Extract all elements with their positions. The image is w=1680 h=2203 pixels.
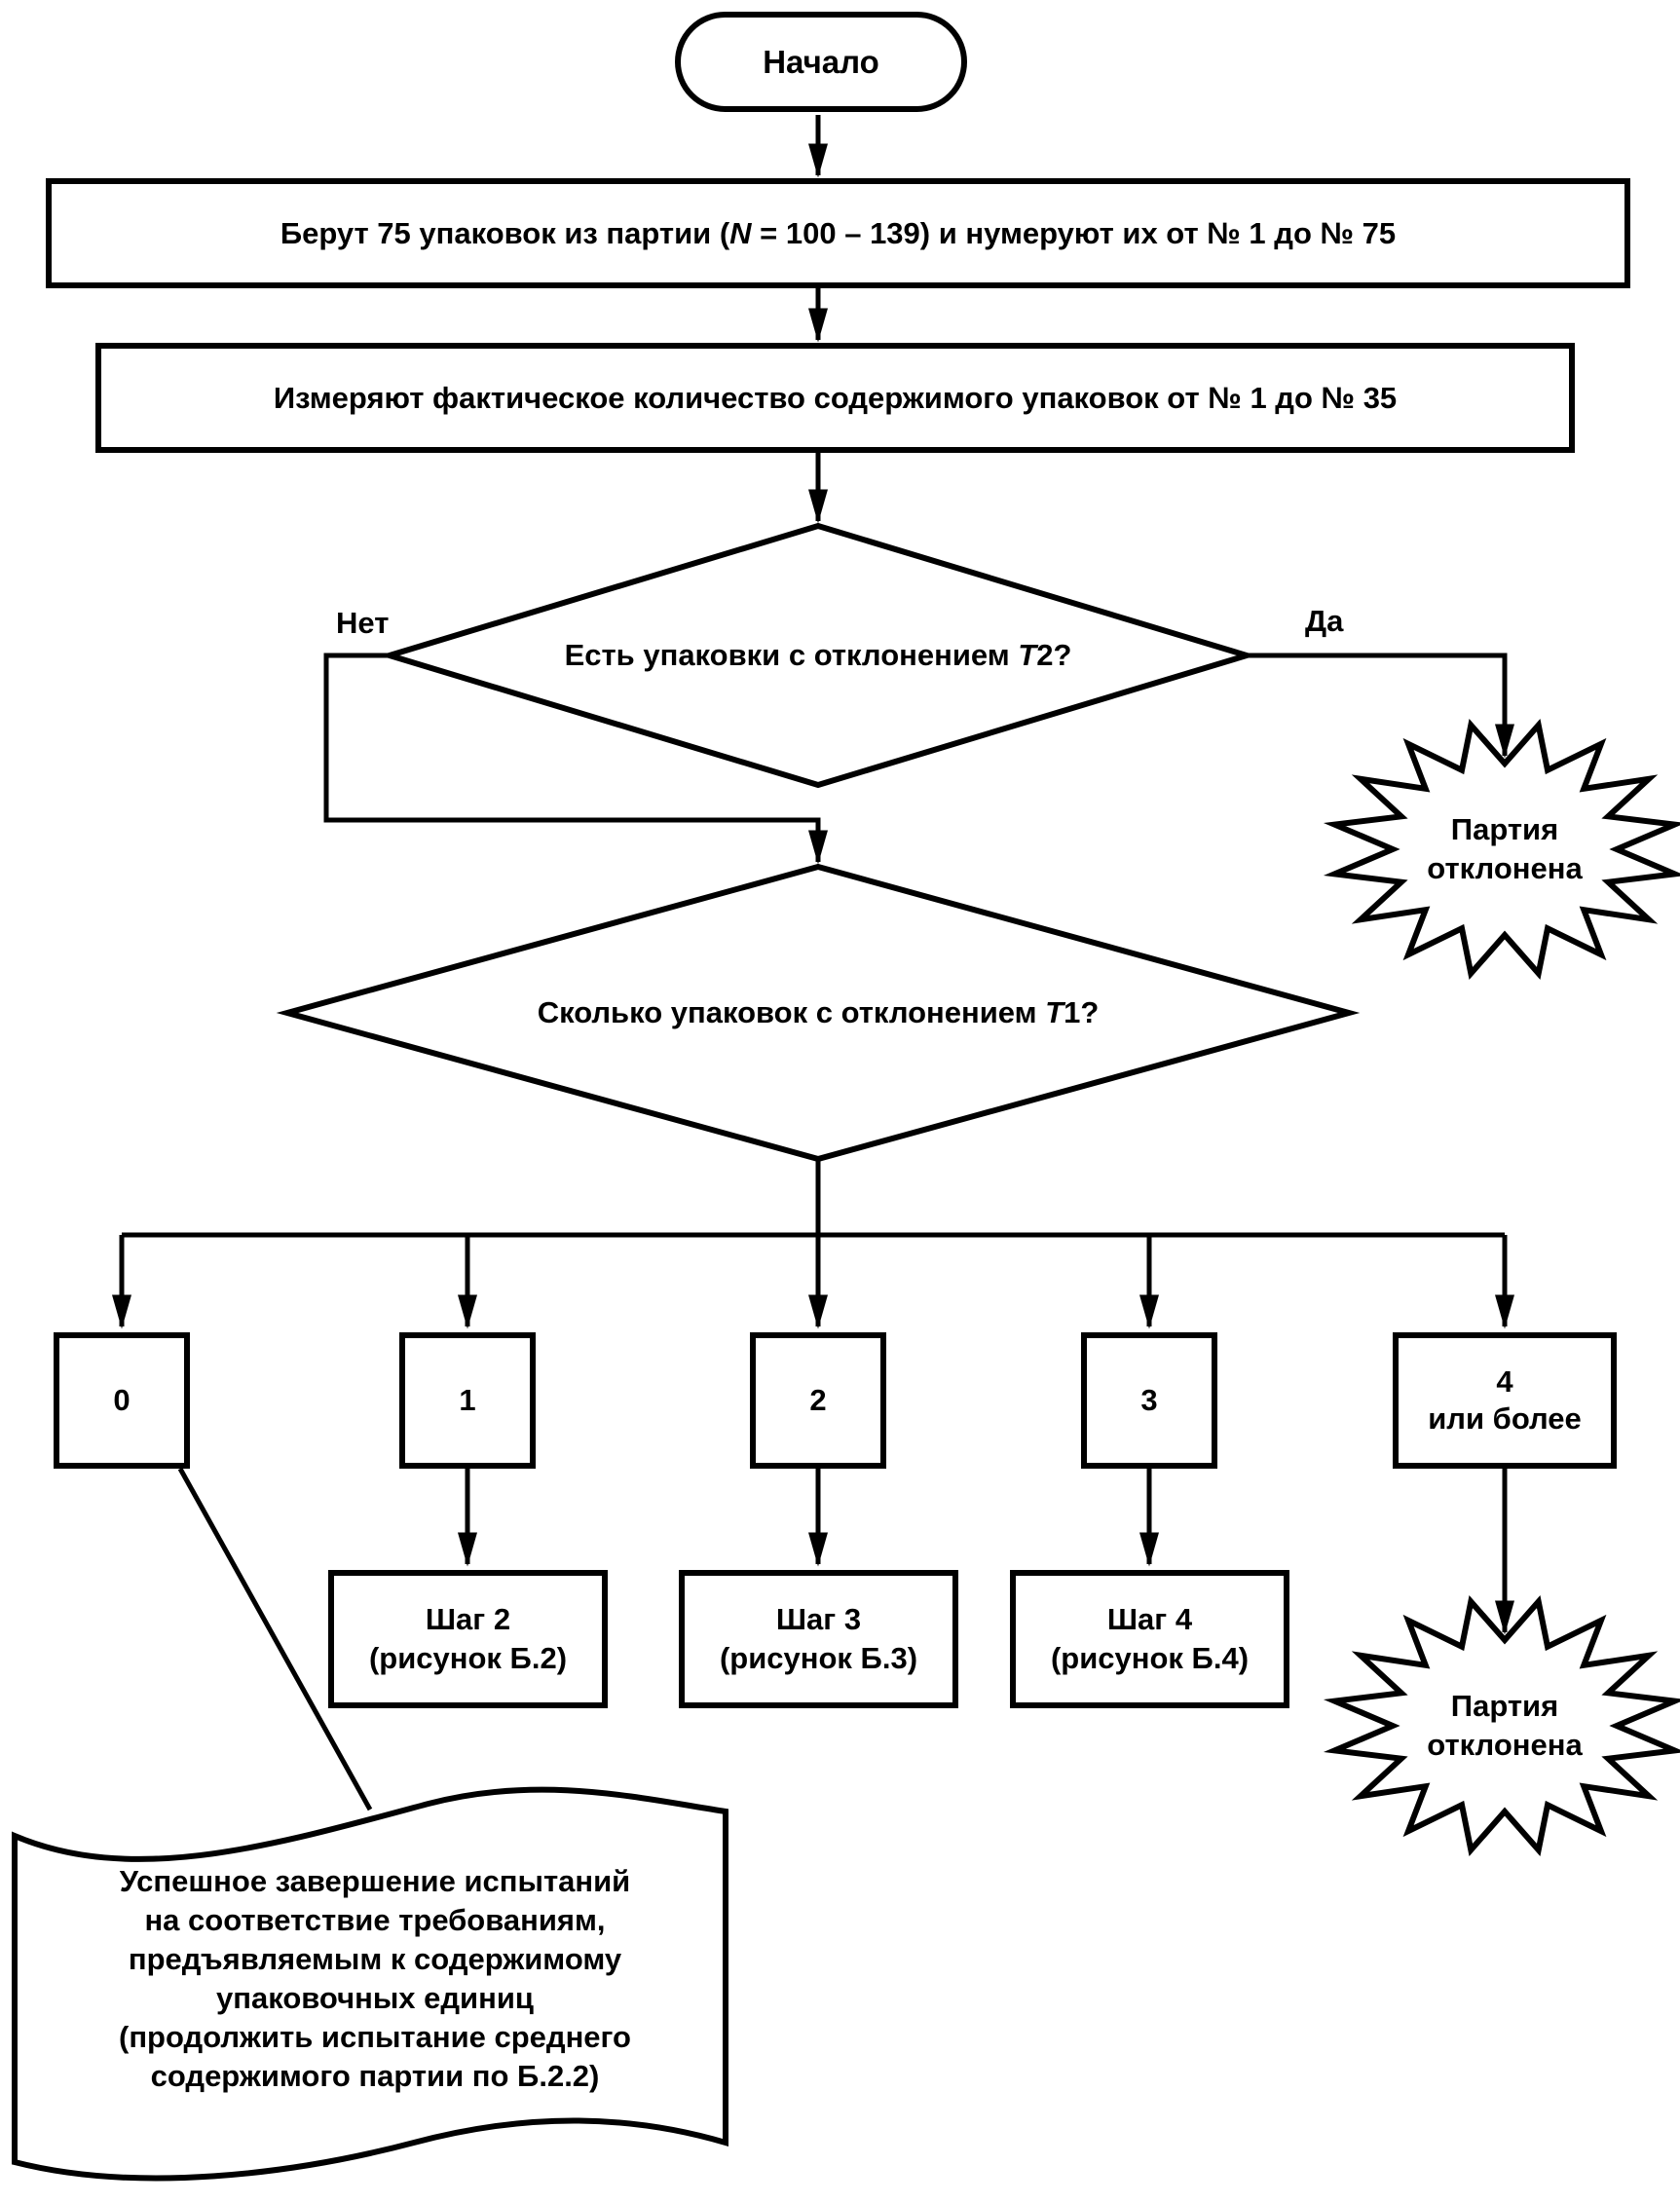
decision-t2-variable-t: Т	[1018, 638, 1037, 672]
success-note-shape	[12, 1786, 728, 2182]
rejected2-line2: отклонена	[1427, 1728, 1583, 1762]
step2-figure-line2: (рисунок Б.2)	[368, 1641, 568, 1675]
rejected2-starburst	[1323, 1594, 1680, 1857]
decision-t2-diamond	[379, 522, 1257, 789]
success-note-line6: содержимого партии по Б.2.2)	[150, 2059, 600, 2093]
yes-branch-label: Да	[1305, 604, 1344, 638]
step4-figure-line2: (рисунок Б.4)	[1050, 1641, 1250, 1675]
no-branch-label: Нет	[336, 606, 390, 640]
decision-t2-suffix: 2?	[1036, 638, 1072, 672]
rejected1-text: Партия отклонена	[1388, 810, 1622, 888]
start-terminal: Начало	[675, 12, 967, 112]
decision-t2-text: Есть упаковки с отклонением Т2?	[429, 623, 1208, 688]
step4-figure-line1: Шаг 4	[1106, 1602, 1193, 1636]
start-label: Начало	[763, 43, 879, 80]
branch-box-0-label: 0	[113, 1383, 131, 1417]
decision-t2-question: Есть упаковки с отклонением Т2?	[565, 636, 1072, 675]
process-measure-contents: Измеряют фактическое количество содержим…	[95, 343, 1575, 453]
decision-t2-prefix: Есть упаковки с отклонением	[564, 638, 1019, 672]
success-note-line3: предъявляемым к содержимому	[128, 1942, 622, 1976]
rejected1-starburst	[1323, 718, 1680, 981]
rejected1-line2: отклонена	[1427, 851, 1583, 885]
step1-prefix: Берут 75 упаковок из партии (	[280, 215, 730, 250]
rejected1-line1: Партия	[1450, 812, 1559, 846]
success-note-line1: Успешное завершение испытаний	[119, 1864, 631, 1898]
line-branch0-to-success-note	[177, 1467, 373, 1811]
decision-t1-variable-t: Т	[1045, 995, 1064, 1029]
branch-box-4-label-line2: или более	[1428, 1401, 1582, 1436]
branch-box-1-label: 1	[459, 1383, 476, 1417]
branch-box-0: 0	[54, 1332, 190, 1469]
decision-t1-diamond	[276, 863, 1361, 1163]
branch-box-4-label-line1: 4	[1496, 1364, 1513, 1399]
step2-figure-line1: Шаг 2	[425, 1602, 511, 1636]
branch-box-3-label: 3	[1140, 1383, 1158, 1417]
decision-t1-text: Сколько упаковок с отклонением Т1?	[331, 982, 1305, 1044]
rejected2-text: Партия отклонена	[1388, 1687, 1622, 1765]
branch-box-4-or-more: 4 или более	[1393, 1332, 1617, 1469]
success-note-line2: на соответствие требованиям,	[144, 1903, 606, 1937]
step1-variable-n: N	[729, 215, 752, 250]
process-take-packages: Берут 75 упаковок из партии (N = 100 – 1…	[46, 178, 1630, 288]
step1-suffix: = 100 – 139) и нумеруют их от № 1 до № 7…	[751, 215, 1397, 250]
step4-figure-box: Шаг 4 (рисунок Б.4)	[1010, 1570, 1289, 1708]
decision-t1-question: Сколько упаковок с отклонением Т1?	[538, 993, 1100, 1032]
process-measure-contents-text: Измеряют фактическое количество содержим…	[273, 380, 1398, 415]
decision-t1-suffix: 1?	[1064, 995, 1100, 1029]
decision-t1-prefix: Сколько упаковок с отклонением	[537, 995, 1046, 1029]
success-note-line5: (продолжить испытание среднего	[119, 2020, 631, 2054]
step3-figure-line1: Шаг 3	[775, 1602, 862, 1636]
step3-figure-box: Шаг 3 (рисунок Б.3)	[679, 1570, 958, 1708]
success-note-line4: упаковочных единиц	[216, 1981, 534, 2015]
success-note-text: Успешное завершение испытаний на соответ…	[39, 1862, 711, 2096]
branch-box-3: 3	[1081, 1332, 1217, 1469]
branch-box-2-label: 2	[809, 1383, 827, 1417]
arrow-yes-to-rejected1	[1247, 653, 1514, 759]
process-take-packages-text: Берут 75 упаковок из партии (N = 100 – 1…	[280, 214, 1396, 253]
arrow-no-to-decision-t1	[323, 653, 828, 865]
branch-box-1: 1	[399, 1332, 536, 1469]
branch-box-2: 2	[750, 1332, 886, 1469]
step2-figure-box: Шаг 2 (рисунок Б.2)	[328, 1570, 608, 1708]
rejected2-line1: Партия	[1450, 1689, 1559, 1723]
step3-figure-line2: (рисунок Б.3)	[719, 1641, 918, 1675]
